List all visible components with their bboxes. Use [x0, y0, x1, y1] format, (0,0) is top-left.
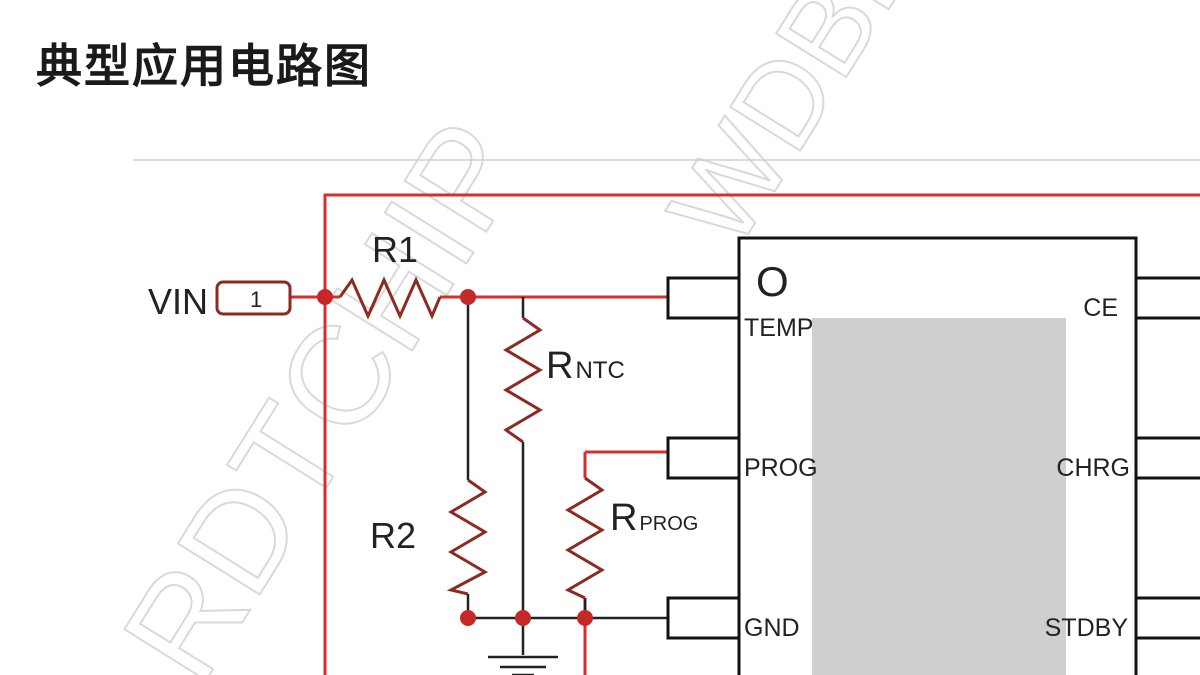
- pin-label-prog: PROG: [744, 454, 818, 482]
- junction-nodes: [317, 289, 593, 626]
- pin-prog: [666, 436, 741, 480]
- ic-right-pins: [1134, 276, 1200, 640]
- pin-ce: [1134, 276, 1200, 320]
- pin-label-ce: CE: [1083, 294, 1118, 322]
- pin-gnd: [666, 596, 741, 640]
- page-title: 典型应用电路图: [36, 39, 372, 93]
- resistor-rntc: [503, 316, 543, 444]
- pin-label-gnd: GND: [744, 614, 800, 642]
- pin1-marker: O: [756, 258, 789, 305]
- pin-stdby: [1134, 596, 1200, 640]
- r1-label: R1: [372, 229, 418, 270]
- ground-icon: [488, 655, 558, 675]
- rntc-label-sub: NTC: [575, 357, 624, 384]
- r2-label: R2: [370, 515, 416, 556]
- pin-label-temp: TEMP: [744, 314, 813, 342]
- vin-label: VIN: [148, 281, 208, 322]
- resistor-r2: [446, 478, 489, 596]
- red-wires: [290, 193, 1200, 675]
- resistor-r1: [338, 276, 442, 320]
- rprog-label-main: R: [610, 497, 637, 539]
- rntc-label-main: R: [546, 345, 573, 387]
- ic-left-pins: [666, 276, 741, 640]
- thermal-pad: [812, 318, 1066, 675]
- resistor-rprog: [564, 476, 605, 600]
- rprog-label-sub: PROG: [639, 513, 698, 535]
- watermark-text-1: WDBD: [643, 0, 951, 269]
- vin-pin-number: 1: [250, 287, 262, 312]
- vin-port: [215, 280, 292, 316]
- pin-temp: [666, 276, 741, 320]
- pin-label-stdby: STDBY: [1045, 614, 1129, 642]
- pin-chrg: [1134, 436, 1200, 480]
- pin-label-chrg: CHRG: [1056, 454, 1130, 482]
- rntc-label: RNTC: [546, 345, 625, 387]
